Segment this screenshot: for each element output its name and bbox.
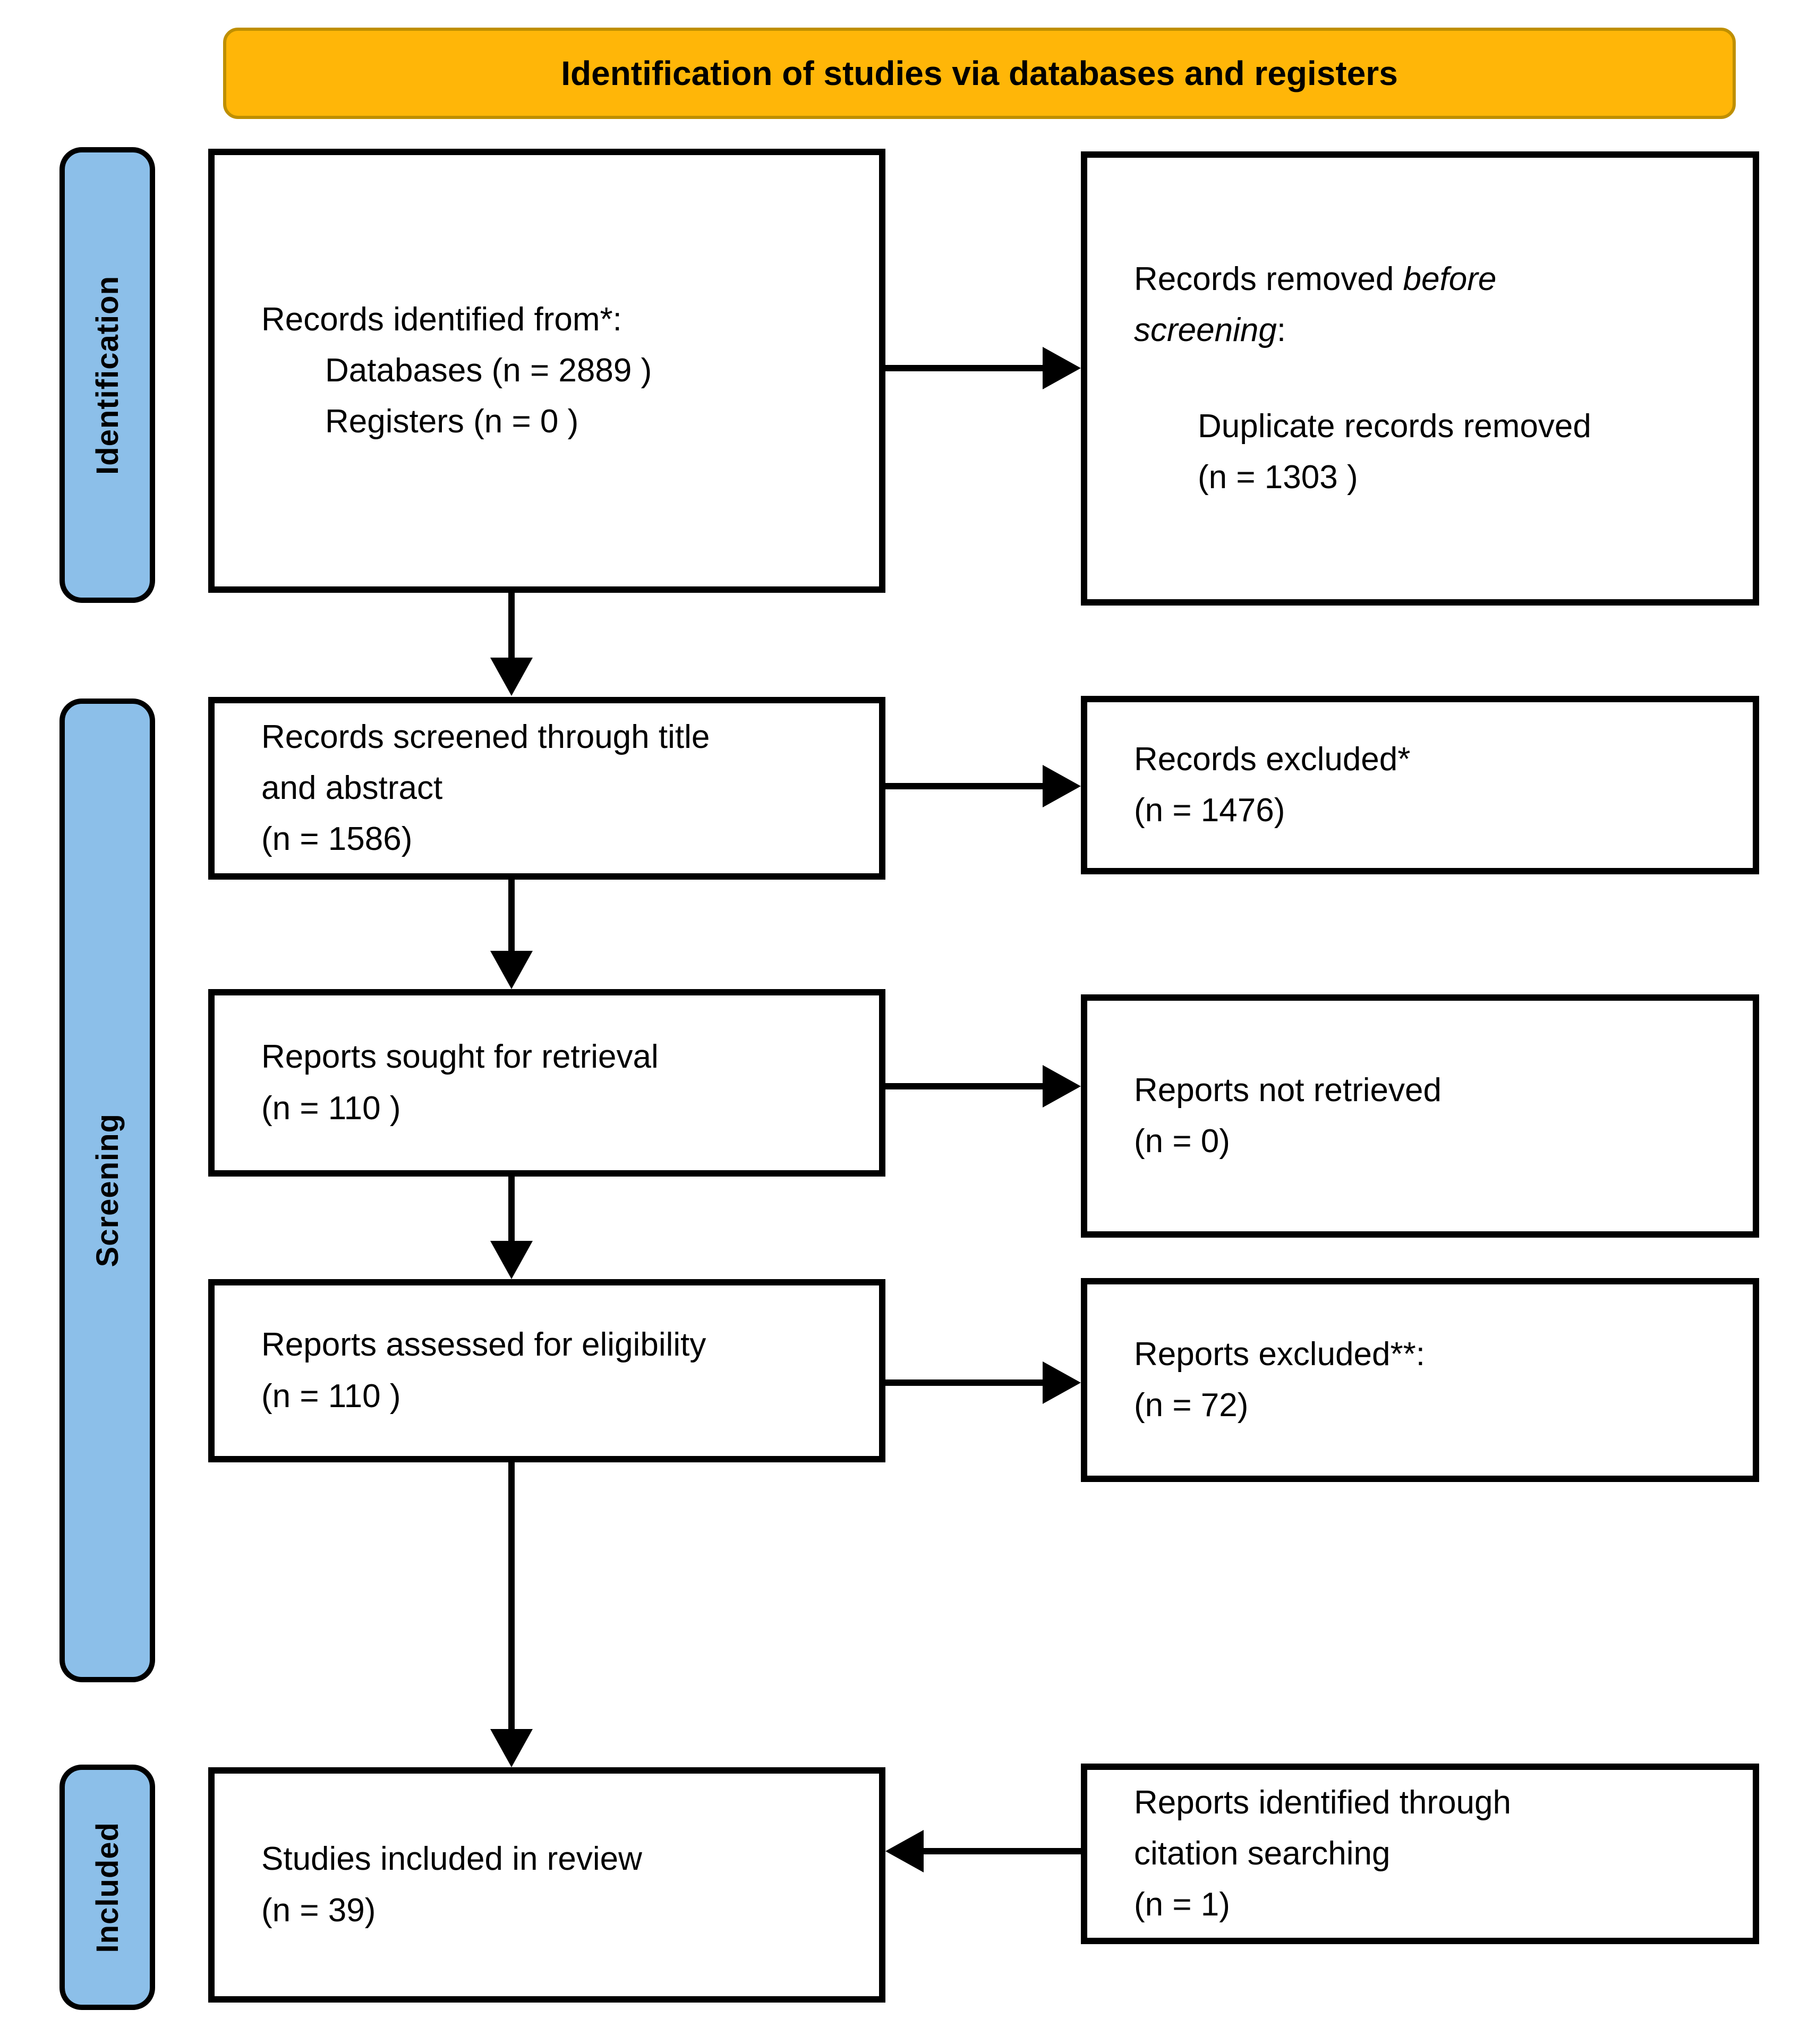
box-records-screened: Records screened through title and abstr… xyxy=(208,697,885,880)
arrow-right-icon xyxy=(1043,347,1081,389)
box-reports-assessed: Reports assessed for eligibility (n = 11… xyxy=(208,1279,885,1462)
arrow-down-identified-to-screened xyxy=(508,593,515,660)
box-citation-reports: Reports identified through citation sear… xyxy=(1081,1764,1759,1944)
text-fragment-italic: before xyxy=(1403,260,1497,297)
arrow-down-assessed-to-included xyxy=(508,1462,515,1730)
text-line: (n = 0) xyxy=(1134,1123,1230,1160)
arrow-left-citation-to-included xyxy=(924,1848,1082,1854)
text-line: Reports assessed for eligibility xyxy=(261,1326,706,1364)
text-line: citation searching xyxy=(1134,1835,1391,1872)
text-line: Studies included in review xyxy=(261,1841,642,1878)
arrow-down-screened-to-sought xyxy=(508,880,515,952)
arrow-down-icon xyxy=(490,951,533,989)
arrow-down-icon xyxy=(490,1241,533,1279)
text-line: Records screened through title xyxy=(261,718,710,755)
arrow-right-icon xyxy=(1043,765,1081,807)
stage-label-text: Included xyxy=(90,1821,125,1953)
box-reports-not-retrieved: Reports not retrieved (n = 0) xyxy=(1081,994,1759,1238)
arrow-right-identified-to-removed xyxy=(885,365,1044,371)
box-records-identified: Records identified from*: Databases (n =… xyxy=(208,149,885,593)
text-line: Reports sought for retrieval xyxy=(261,1038,659,1076)
box-records-removed-before-screening: Records removed before screening: Duplic… xyxy=(1081,151,1759,606)
arrow-down-sought-to-assessed xyxy=(508,1177,515,1242)
arrow-down-icon xyxy=(490,1729,533,1767)
arrow-down-icon xyxy=(490,658,533,696)
box-reports-sought: Reports sought for retrieval (n = 110 ) xyxy=(208,989,885,1177)
text-line: and abstract xyxy=(261,769,443,806)
arrow-right-assessed-to-excluded xyxy=(885,1379,1044,1386)
text-fragment: : xyxy=(1276,311,1286,348)
stage-label-identification: Identification xyxy=(59,147,155,603)
arrow-right-icon xyxy=(1043,1361,1081,1404)
stage-label-included: Included xyxy=(59,1765,155,2010)
text-line: (n = 1) xyxy=(1134,1886,1230,1923)
box-studies-included: Studies included in review (n = 39) xyxy=(208,1767,885,2003)
arrow-left-icon xyxy=(885,1830,924,1872)
text-line: Reports not retrieved xyxy=(1134,1071,1442,1109)
box-reports-excluded: Reports excluded**: (n = 72) xyxy=(1081,1278,1759,1482)
text-fragment-italic: screening xyxy=(1134,311,1277,348)
box-records-excluded: Records excluded* (n = 1476) xyxy=(1081,696,1759,874)
text-line: (n = 110 ) xyxy=(261,1089,401,1127)
arrow-right-sought-to-not-retrieved xyxy=(885,1083,1044,1089)
text-line: (n = 72) xyxy=(1134,1387,1249,1424)
text-line: Reports identified through xyxy=(1134,1784,1512,1821)
text-line: Reports excluded**: xyxy=(1134,1335,1425,1373)
stage-label-screening: Screening xyxy=(59,699,155,1682)
text-line: screening: xyxy=(1134,305,1732,356)
arrow-right-icon xyxy=(1043,1065,1081,1108)
text-line: Records excluded* xyxy=(1134,740,1411,778)
stage-label-text: Screening xyxy=(90,1113,125,1267)
text-line: (n = 1586) xyxy=(261,821,413,858)
text-line: Records removed before xyxy=(1134,254,1732,305)
text-line: Records identified from*: xyxy=(261,301,622,338)
text-line: (n = 1303 ) xyxy=(1198,459,1358,496)
arrow-right-screened-to-excluded xyxy=(885,783,1044,789)
text-line: Registers (n = 0 ) xyxy=(325,403,579,440)
text-line: (n = 39) xyxy=(261,1892,376,1929)
stage-label-text: Identification xyxy=(90,275,125,475)
text-line: (n = 1476) xyxy=(1134,792,1285,829)
text-line: (n = 110 ) xyxy=(261,1377,401,1415)
text-line: Duplicate records removed xyxy=(1198,408,1591,445)
text-line: Databases (n = 2889 ) xyxy=(325,352,652,389)
text-fragment: Records removed xyxy=(1134,260,1403,297)
banner-title: Identification of studies via databases … xyxy=(223,28,1736,119)
